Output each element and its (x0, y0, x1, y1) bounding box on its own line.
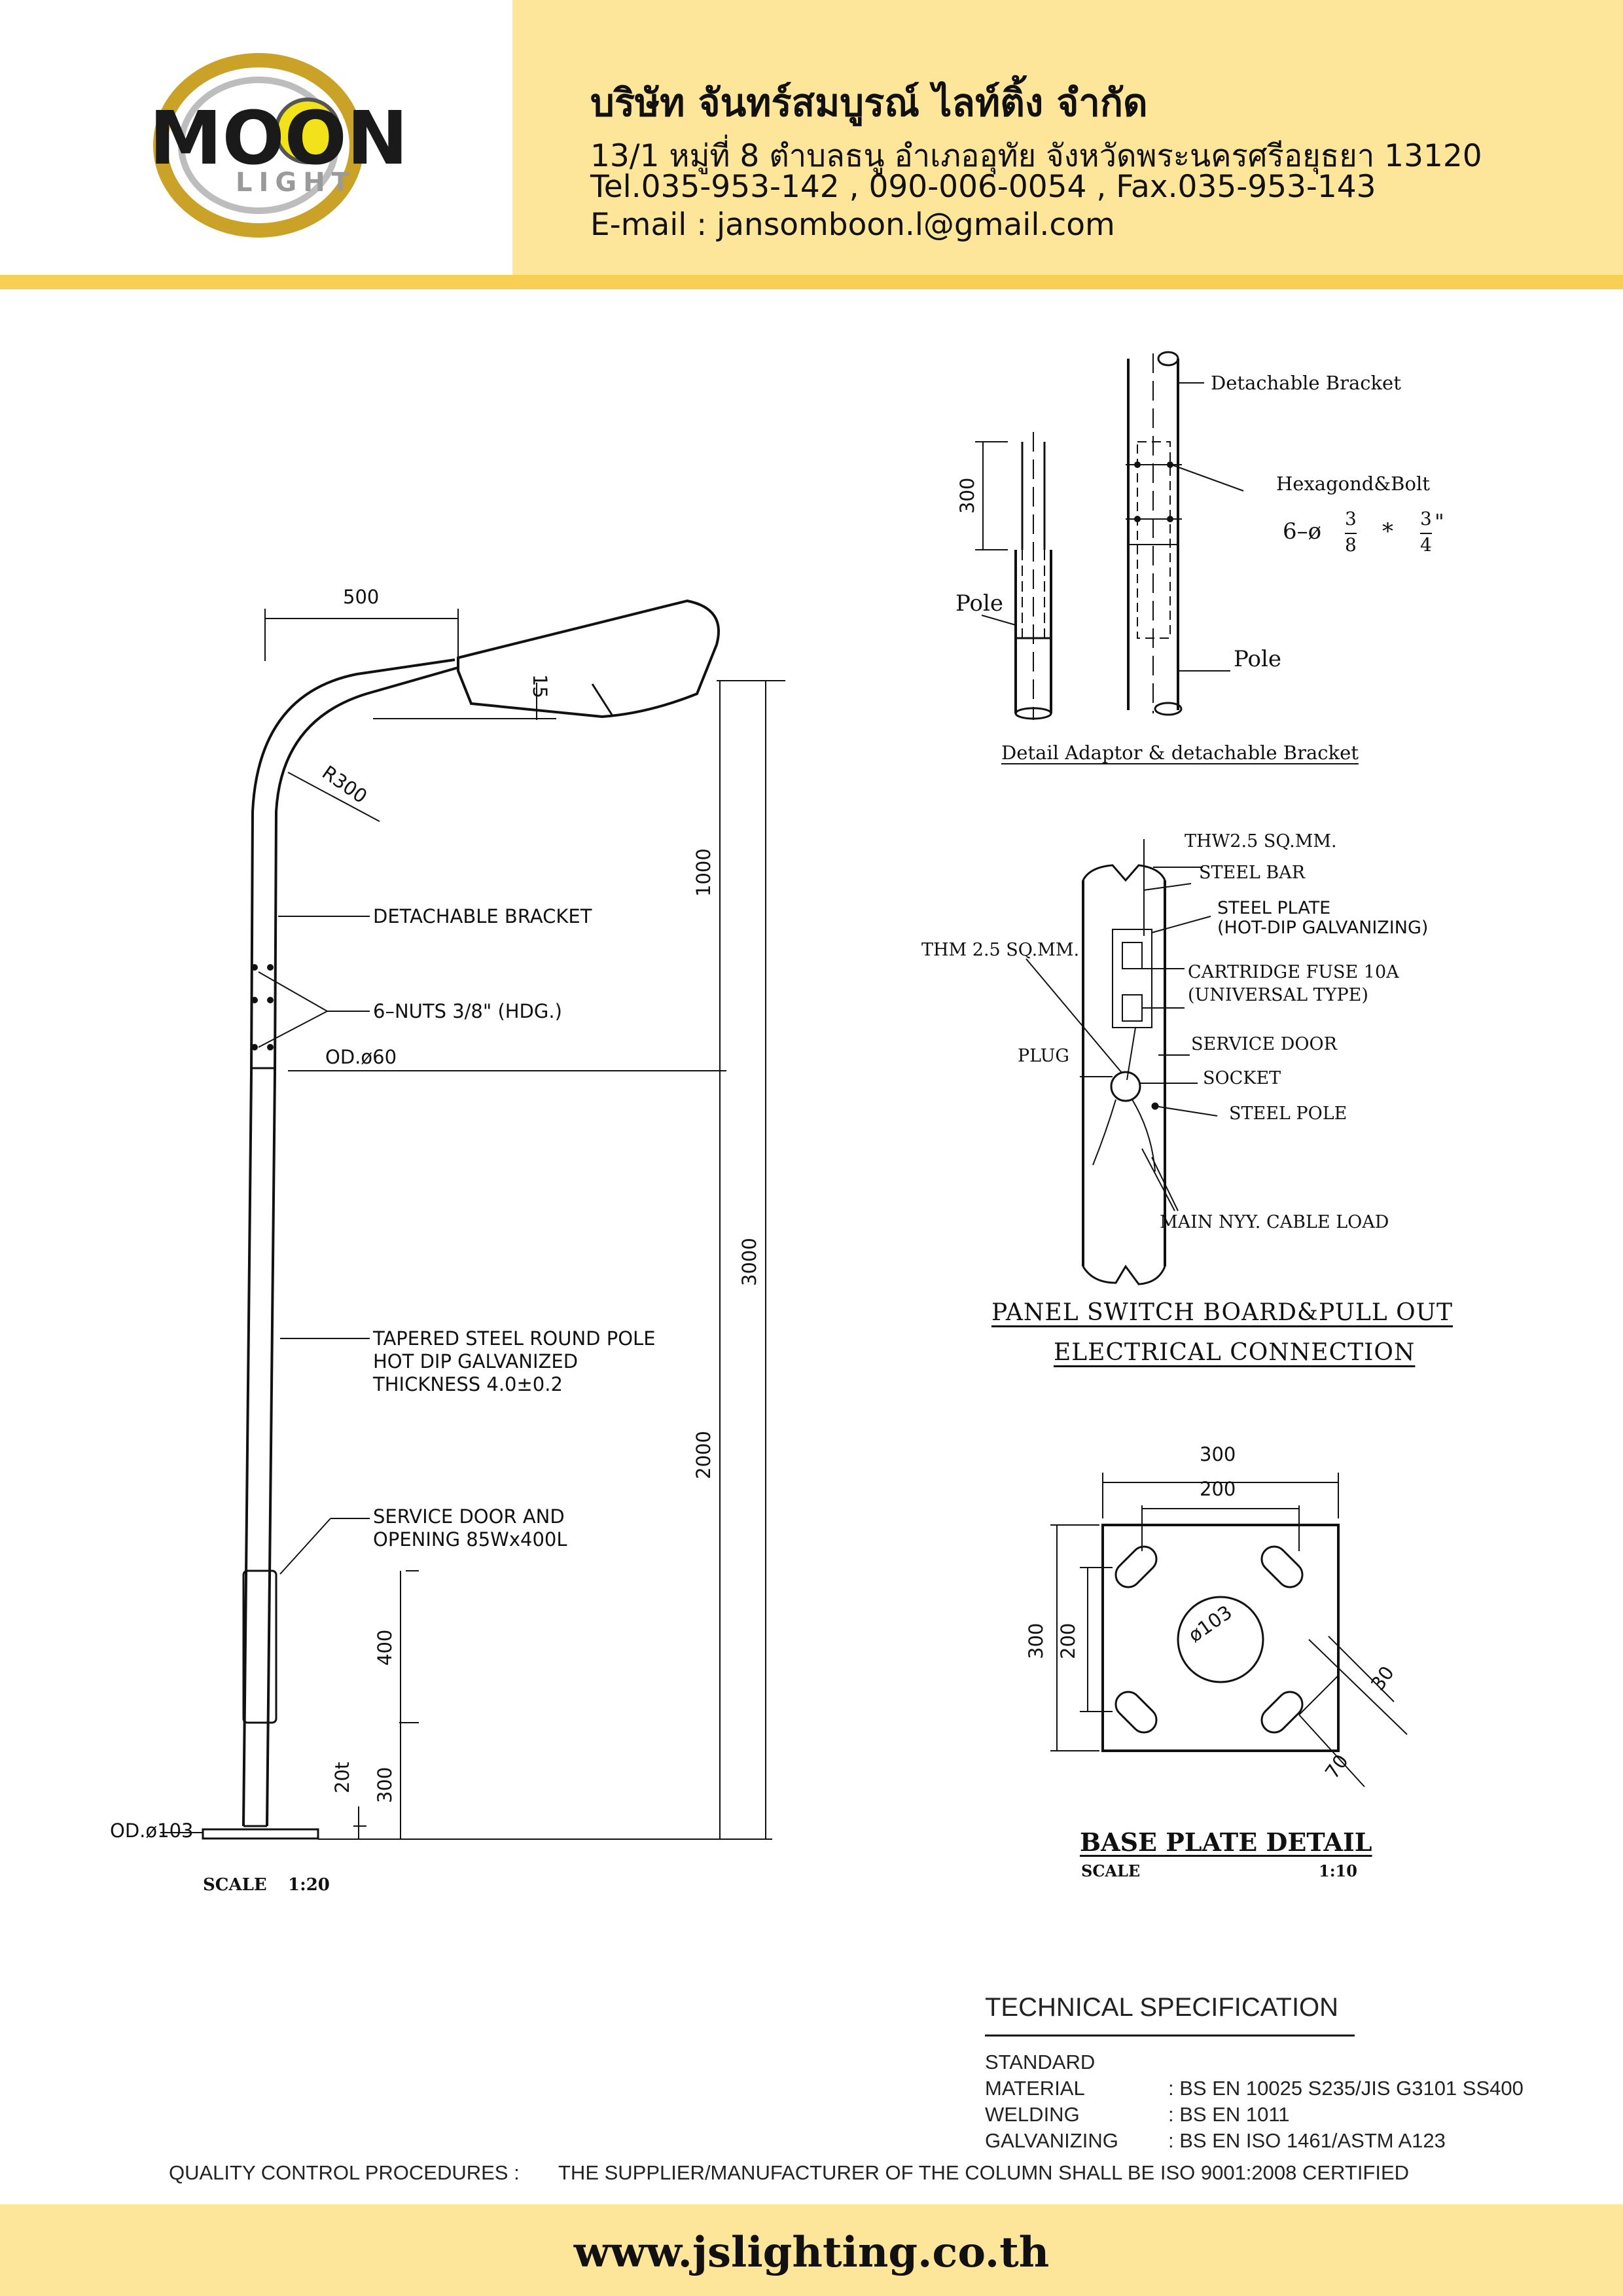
panel-fuse-2: (UNIVERSAL TYPE) (1188, 985, 1368, 1005)
panel-title-2: ELECTRICAL CONNECTION (1054, 1339, 1416, 1366)
base-dim-70: 70 (1321, 1750, 1353, 1783)
spec-row-3-label: GALVANIZING (985, 2129, 1118, 2152)
logo-gold-ring (153, 53, 364, 238)
spec-row-0-label: STANDARD (985, 2051, 1096, 2073)
base-scale-label: SCALE (1081, 1861, 1141, 1880)
panel-fuse-1: CARTRIDGE FUSE 10A (1188, 962, 1399, 982)
pole-outer-edge (266, 666, 459, 1827)
base-dim-200-side: 200 (1057, 1623, 1079, 1659)
panel-thw: THW2.5 SQ.MM. (1185, 831, 1337, 852)
header-band (0, 0, 1623, 289)
logo-sub-text: LIGHT (236, 168, 356, 198)
panel-plug: PLUG (1018, 1046, 1069, 1066)
panel-title-1: PANEL SWITCH BOARD&PULL OUT (991, 1299, 1454, 1326)
base-dim-300-side: 300 (1025, 1623, 1047, 1659)
luminaire-head (457, 599, 720, 719)
bolt-inch: " (1435, 509, 1444, 534)
header-accent-band (0, 275, 1623, 289)
panel-main-cable: MAIN NYY. CABLE LOAD (1160, 1212, 1389, 1232)
pole-scale-value: 1:20 (288, 1875, 330, 1895)
panel-service-door: SERVICE DOOR (1191, 1034, 1337, 1054)
logo-bulb-icon (274, 98, 341, 164)
adaptor-dim-300: 300 (956, 478, 978, 514)
bolt-mult: * (1382, 518, 1393, 545)
pole-elevation (202, 599, 720, 1840)
spec-row-3-value: : BS EN ISO 1461/ASTM A123 (1168, 2129, 1446, 2152)
panel-steel-bar: STEEL BAR (1199, 863, 1306, 883)
panel-steel-plate-1: STEEL PLATE (1217, 898, 1331, 918)
bolt-den-1: 8 (1345, 533, 1357, 556)
bolt-num-2: 3 (1420, 508, 1432, 529)
qc-text: THE SUPPLIER/MANUFACTURER OF THE COLUMN … (558, 2161, 1410, 2184)
label-tapered-2: HOT DIP GALVANIZED (373, 1350, 579, 1372)
panel-steel-plate-2: (HOT-DIP GALVANIZING) (1217, 918, 1429, 938)
logo-main-text: MOON (149, 96, 408, 181)
dim-3000: 3000 (738, 1238, 760, 1286)
adaptor-pole-left: Pole (955, 590, 1003, 617)
base-plate (202, 1828, 319, 1840)
label-detachable-bracket: DETACHABLE BRACKET (373, 905, 592, 927)
spec-row-1-label: MATERIAL (985, 2077, 1085, 2100)
spec-title: TECHNICAL SPECIFICATION (985, 1993, 1339, 2022)
spec-row-2-label: WELDING (985, 2103, 1080, 2126)
dim-300: 300 (374, 1767, 396, 1803)
base-plate-detail (1050, 1473, 1408, 1787)
panel-socket: SOCKET (1203, 1068, 1281, 1088)
adaptor-detail (975, 351, 1244, 720)
dim-15: 15 (529, 674, 551, 698)
moon-light-logo: MOON LIGHT (149, 53, 408, 238)
pole-inner-edge (242, 658, 455, 1827)
panel-steel-pole: STEEL POLE (1229, 1103, 1347, 1124)
label-tapered-3: THICKNESS 4.0±0.2 (373, 1373, 563, 1395)
panel-thm: THM 2.5 SQ.MM. (921, 940, 1080, 960)
base-scale-value: 1:10 (1319, 1861, 1357, 1880)
company-email: E-mail : jansomboon.l@gmail.com (590, 207, 1115, 243)
spec-row-1-value: : BS EN 10025 S235/JIS G3101 SS400 (1168, 2077, 1524, 2100)
dim-1000: 1000 (692, 848, 715, 897)
company-address: 13/1 หมู่ที่ 8 ตำบลธนู อำเภออุทัย จังหวั… (590, 138, 1482, 174)
qc-label: QUALITY CONTROL PROCEDURES : (169, 2161, 520, 2184)
label-service-2: OPENING 85Wx400L (373, 1528, 567, 1551)
base-dim-200-top: 200 (1200, 1478, 1236, 1500)
dim-400: 400 (374, 1630, 396, 1666)
base-title: BASE PLATE DETAIL (1080, 1827, 1372, 1857)
bolt-den-2: 4 (1420, 533, 1432, 556)
dim-500: 500 (343, 586, 380, 608)
company-phone: Tel.035-953-142 , 090-006-0054 , Fax.035… (590, 169, 1376, 205)
label-tapered-1: TAPERED STEEL ROUND POLE (373, 1327, 656, 1350)
dim-2000: 2000 (692, 1431, 715, 1479)
label-nuts: 6–NUTS 3/8" (HDG.) (373, 1000, 562, 1022)
bolt-prefix: 6–ø (1283, 518, 1322, 545)
bolt-num-1: 3 (1345, 508, 1357, 529)
spec-row-2-value: : BS EN 1011 (1168, 2103, 1290, 2126)
pole-scale-label: SCALE (203, 1875, 267, 1895)
label-service-1: SERVICE DOOR AND (373, 1505, 565, 1528)
service-door (242, 1570, 277, 1724)
adaptor-hexagon-bolt: Hexagond&Bolt (1276, 473, 1430, 495)
dim-radius: R300 (318, 761, 371, 808)
adaptor-pole-right: Pole (1234, 646, 1281, 672)
dim-20t: 20t (331, 1762, 353, 1793)
base-dim-30: 30 (1366, 1662, 1399, 1695)
label-od103: OD.ø103 (110, 1820, 194, 1842)
label-od60: OD.ø60 (325, 1046, 397, 1068)
panel-switch-board (1026, 839, 1218, 1285)
luminaire-lens (591, 683, 613, 715)
footer-band: www.jslighting.co.th (0, 2204, 1623, 2296)
nut-marks (251, 964, 274, 1050)
company-name: บริษัท จันทร์สมบูรณ์ ไลท์ติ้ง จำกัด (590, 81, 1148, 125)
base-dim-300-top: 300 (1200, 1443, 1236, 1465)
pole-dimension-lines (160, 609, 785, 1840)
adaptor-caption: Detail Adaptor & detachable Bracket (1001, 742, 1359, 764)
adaptor-detachable-bracket: Detachable Bracket (1211, 372, 1401, 394)
website-link[interactable]: www.jslighting.co.th (573, 2228, 1050, 2277)
